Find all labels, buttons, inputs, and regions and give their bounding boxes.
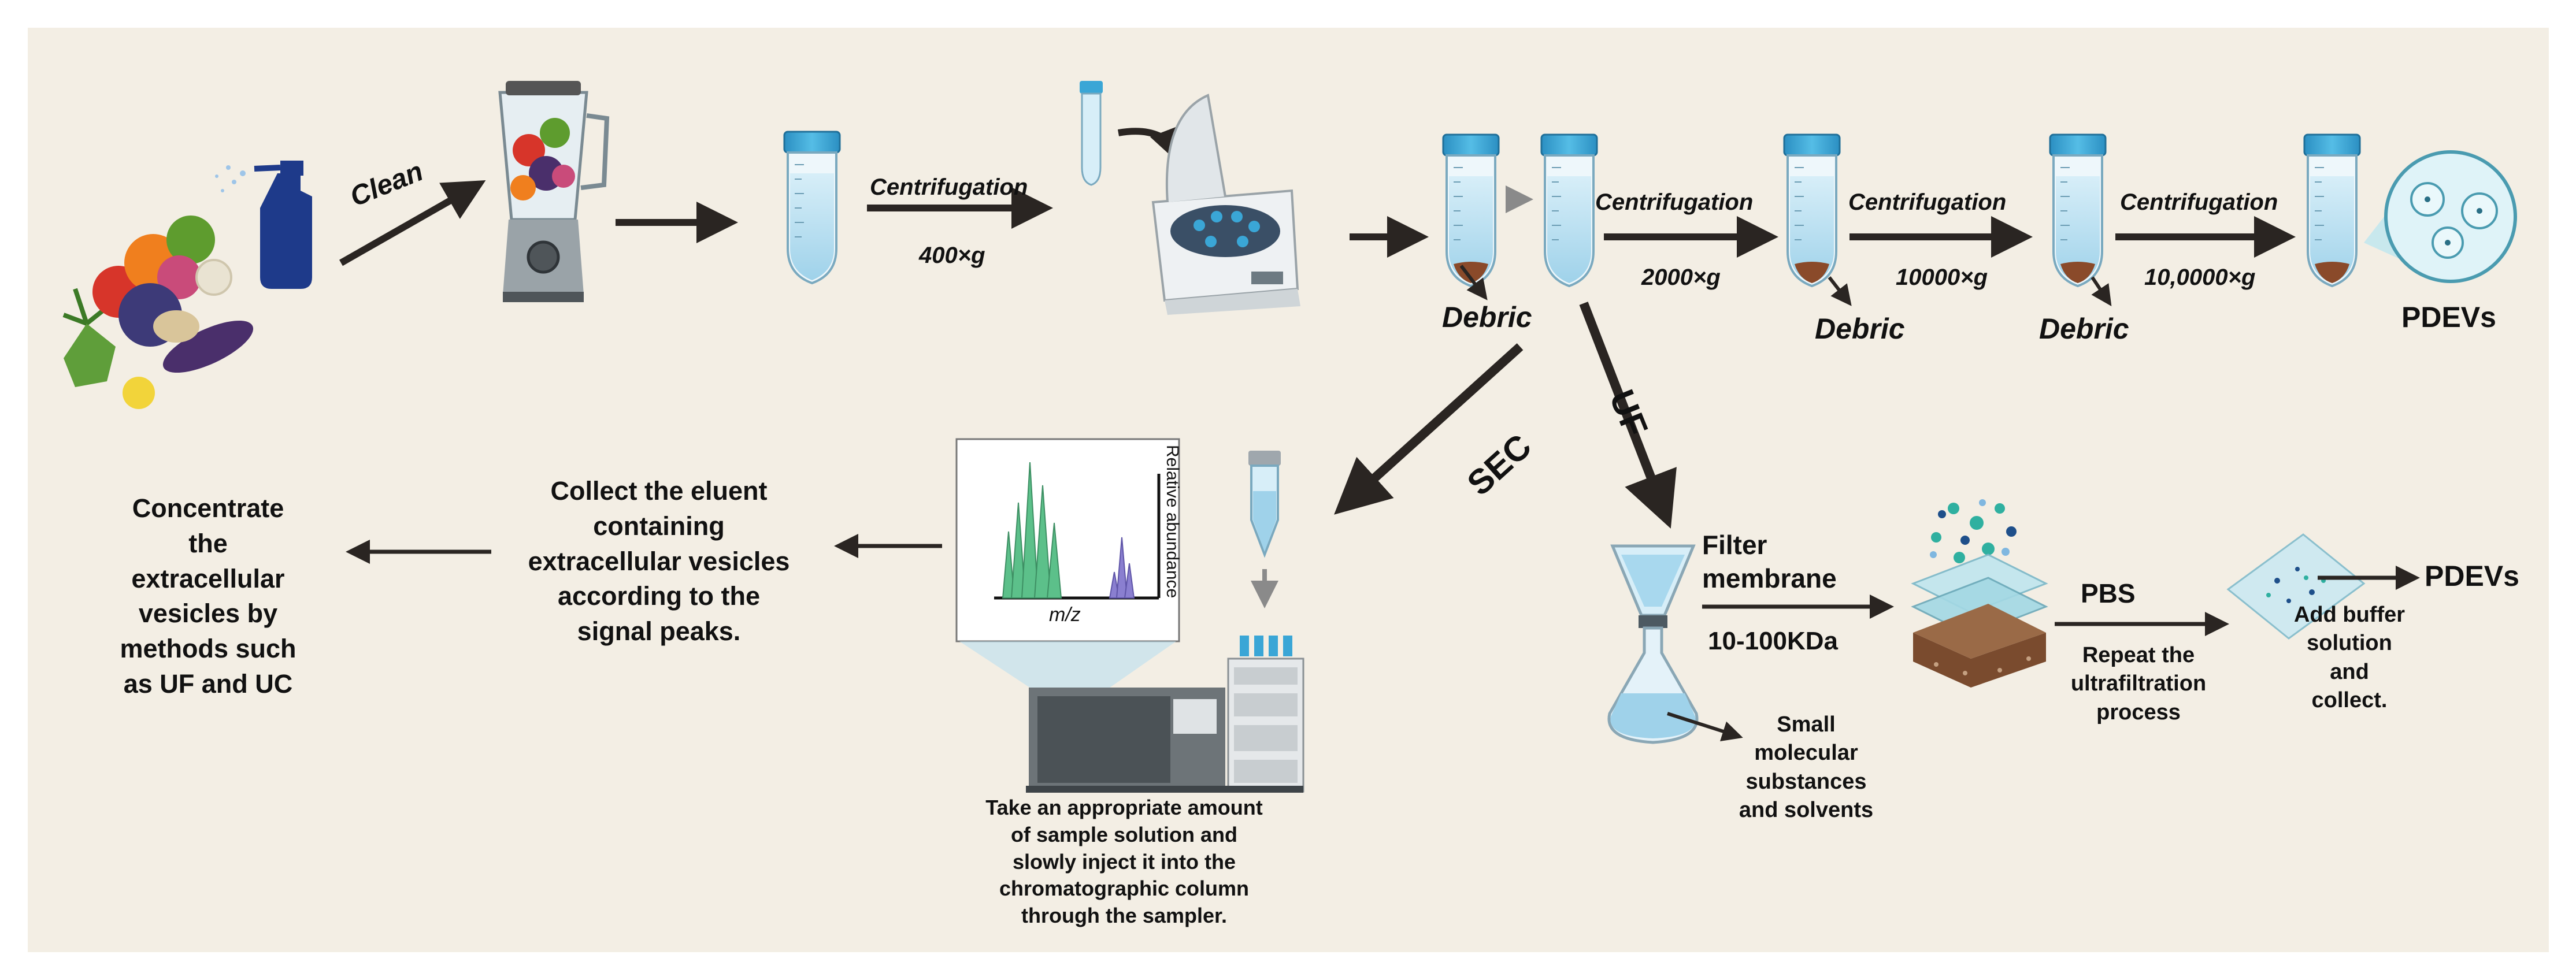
filter-funnel-icon bbox=[1607, 544, 1699, 744]
filter-membrane-text: Filter membrane bbox=[1702, 530, 1837, 593]
spray-bottle-icon bbox=[215, 161, 312, 289]
centrifugation-label-2: Centrifugation bbox=[1595, 190, 1754, 215]
tube-homogenate bbox=[783, 131, 841, 284]
tube-supernatant-1 bbox=[1540, 133, 1598, 287]
repeat-ultrafiltration-text: Repeat the ultrafiltration process bbox=[2070, 643, 2207, 725]
speed-label-100000g: 10,0000×g bbox=[2144, 265, 2256, 290]
arrow-to-small-molecules bbox=[1667, 712, 1743, 742]
sample-tube-icon bbox=[1248, 451, 1281, 558]
centrifuge-icon bbox=[1151, 94, 1300, 315]
arrow-sec-branch bbox=[1334, 343, 1524, 515]
pbs-label: PBS bbox=[2081, 578, 2136, 608]
speed-label-2000g: 2000×g bbox=[1641, 265, 1721, 290]
arrow-uf-branch bbox=[1579, 302, 1677, 529]
inject-sample-text: Take an appropriate amount of sample sol… bbox=[985, 796, 1263, 928]
speed-label-400g: 400×g bbox=[919, 243, 985, 268]
small-molecules-text: Small molecular substances and solvents bbox=[1739, 712, 1874, 823]
speed-label-10000g: 10000×g bbox=[1896, 265, 1988, 290]
debris-label-3: Debric bbox=[2039, 313, 2129, 345]
centrifugation-label-3: Centrifugation bbox=[1848, 190, 2007, 215]
pdevs-label-uf: PDEVs bbox=[2425, 560, 2519, 592]
column-zoom-cone bbox=[959, 641, 1176, 708]
hplc-instrument-icon bbox=[1026, 636, 1304, 793]
small-tube-icon bbox=[1080, 81, 1103, 186]
produce-icon bbox=[62, 216, 254, 409]
arrow-debris-1 bbox=[1459, 265, 1488, 300]
debris-label-1: Debric bbox=[1442, 301, 1532, 333]
concentrate-text: Concentrate the extracellular vesicles b… bbox=[120, 493, 296, 699]
membrane-particles-icon bbox=[1911, 499, 2048, 688]
centrifugation-label-1: Centrifugation bbox=[870, 174, 1028, 200]
arrow-debris-2 bbox=[1828, 276, 1852, 306]
blender-icon bbox=[498, 81, 610, 302]
collected-membrane-icon bbox=[2226, 533, 2366, 640]
filter-range-label: 10-100KDa bbox=[1708, 627, 1839, 655]
arrow-clean bbox=[339, 180, 486, 266]
debris-label-2: Debric bbox=[1815, 313, 1905, 345]
arrow-debris-3 bbox=[2091, 276, 2112, 306]
add-buffer-text: Add buffer solution and collect. bbox=[2293, 603, 2405, 713]
collect-eluent-text: Collect the eluent containing extracellu… bbox=[528, 476, 790, 646]
chromatogram-x-label: m/z bbox=[1049, 604, 1081, 626]
chromatogram-y-label: Relative abundance bbox=[1163, 445, 1182, 599]
pdev-magnified-icon bbox=[2364, 150, 2517, 283]
centrifugation-label-4: Centrifugation bbox=[2120, 190, 2278, 215]
pdevs-label-top: PDEVs bbox=[2401, 301, 2496, 333]
